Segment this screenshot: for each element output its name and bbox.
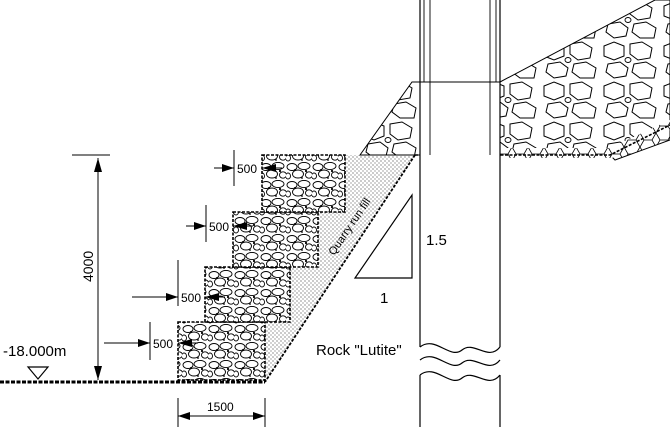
gabion-boxes	[177, 154, 346, 381]
arrowhead-icon	[194, 222, 206, 230]
step-width-label-2: 500	[209, 220, 229, 234]
arrowhead-icon	[178, 412, 190, 420]
inverted-triangle-icon	[26, 366, 50, 380]
height-label: 4000	[80, 251, 96, 282]
slope-triangle	[353, 193, 413, 279]
step-dimensions	[104, 150, 282, 360]
gabion-box-2	[204, 266, 291, 323]
slope-horizontal-label: 1	[380, 290, 388, 307]
gabion-box-3	[232, 211, 319, 268]
base-dimension	[177, 398, 266, 427]
height-dimension	[72, 154, 110, 380]
quarry-fill	[264, 154, 416, 383]
arrowhead-icon	[138, 339, 150, 347]
arrowhead-icon	[222, 164, 234, 172]
arrowhead-icon	[253, 412, 265, 420]
arrowhead-icon	[94, 158, 102, 172]
step-width-label-4: 500	[153, 337, 173, 351]
step-width-label-3: 500	[181, 291, 201, 305]
slope-vertical-label: 1.5	[426, 232, 447, 249]
step-width-label-1: 500	[237, 162, 257, 176]
backfill-stones	[359, 0, 670, 161]
pile-column	[412, 0, 501, 427]
gabion-box-1	[177, 321, 266, 381]
arrowhead-icon	[94, 366, 102, 380]
rock-label: Rock "Lutite"	[316, 342, 402, 359]
arrowhead-icon	[166, 293, 178, 301]
base-width-label: 1500	[207, 400, 234, 414]
gabion-box-4	[261, 154, 346, 213]
level-label: -18.000m	[3, 343, 66, 360]
